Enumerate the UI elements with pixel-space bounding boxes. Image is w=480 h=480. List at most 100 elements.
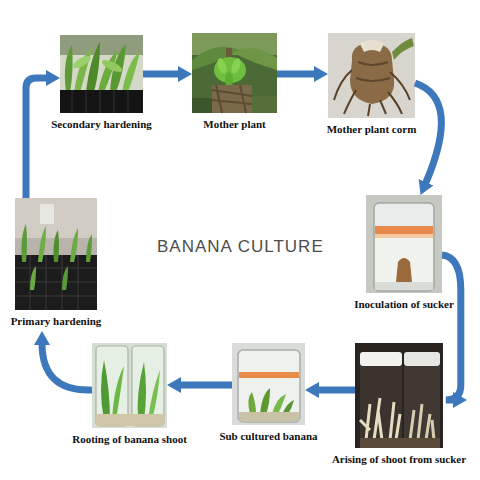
photo-detail <box>360 40 384 52</box>
photo-detail <box>62 266 68 290</box>
mother-plant-photo <box>192 33 277 113</box>
photo-detail <box>375 234 433 238</box>
photo-step: Arising of shoot from sucker <box>355 343 443 469</box>
flow-arrow <box>415 83 441 184</box>
photo-step: Sub cultured banana <box>232 343 305 446</box>
photo-detail <box>239 372 299 378</box>
flow-arrow <box>317 387 355 394</box>
photo-detail <box>15 255 97 310</box>
inoculation-photo <box>366 195 442 293</box>
rooting-photo <box>92 343 167 428</box>
photo-detail <box>350 42 394 104</box>
photo-detail <box>30 266 36 290</box>
photo-step: Mother plant corm <box>328 33 415 139</box>
flow-arrow <box>442 255 461 400</box>
step-caption: Sub cultured banana <box>219 430 317 443</box>
photo-frame <box>192 33 277 113</box>
photo-detail <box>60 90 143 113</box>
photo-detail <box>282 400 294 414</box>
photo-detail <box>360 398 400 440</box>
photo-detail <box>15 198 97 310</box>
photo-detail <box>374 203 434 291</box>
photo-detail <box>54 230 60 262</box>
photo-step: Mother plant <box>192 33 277 134</box>
photo-detail <box>396 258 412 282</box>
photo-detail <box>216 57 229 75</box>
photo-detail <box>260 388 270 414</box>
photo-frame <box>92 343 167 428</box>
flow-arrow <box>42 343 92 390</box>
photo-detail <box>360 352 402 366</box>
photo-detail <box>404 352 440 366</box>
photo-frame <box>232 343 305 425</box>
photo-step: Inoculation of sucker <box>366 195 442 314</box>
primary-hardening-photo <box>15 198 97 310</box>
arising-shoot-photo <box>355 343 443 448</box>
photo-detail <box>366 195 442 293</box>
photo-frame <box>366 195 442 293</box>
photo-detail <box>375 282 433 290</box>
photo-detail <box>404 366 440 446</box>
step-caption: Secondary hardening <box>51 118 152 131</box>
flow-arrow <box>179 382 232 389</box>
photo-detail <box>328 33 415 118</box>
flow-arrow <box>143 71 180 78</box>
photo-detail <box>60 35 143 113</box>
photo-detail <box>238 350 300 422</box>
photo-detail <box>72 90 128 113</box>
step-caption: Mother plant corm <box>327 123 417 136</box>
photo-detail <box>410 404 434 440</box>
photo-detail <box>138 362 146 420</box>
photo-step: Secondary hardening <box>60 35 143 134</box>
diagram-title: BANANA CULTURE <box>157 237 324 257</box>
photo-frame <box>355 343 443 448</box>
photo-detail <box>192 33 277 113</box>
flow-arrow <box>26 78 48 198</box>
photo-detail <box>356 62 390 81</box>
photo-detail <box>375 238 433 290</box>
photo-detail <box>148 370 160 420</box>
photo-detail <box>248 392 256 414</box>
step-caption: Mother plant <box>203 118 265 131</box>
photo-detail <box>232 343 305 425</box>
step-caption: Arising of shoot from sucker <box>332 453 466 466</box>
photo-detail <box>22 224 28 262</box>
photo-detail <box>192 98 212 113</box>
photo-detail <box>212 85 252 113</box>
photo-detail <box>122 52 140 92</box>
photo-detail <box>92 343 167 428</box>
photo-detail <box>360 438 440 448</box>
photo-detail <box>375 226 433 234</box>
photo-detail <box>392 38 414 60</box>
photo-detail <box>96 414 164 426</box>
photo-step: Primary hardening <box>15 198 97 331</box>
step-caption: Inoculation of sucker <box>354 298 454 311</box>
photo-detail <box>239 412 299 421</box>
photo-detail <box>100 58 123 75</box>
photo-detail <box>360 366 402 446</box>
photo-detail <box>38 226 46 262</box>
step-caption: Rooting of banana shoot <box>72 433 187 446</box>
mother-plant-corm-photo <box>328 33 415 118</box>
photo-detail <box>86 42 100 92</box>
photo-detail <box>112 366 124 420</box>
photo-frame <box>60 35 143 113</box>
photo-detail <box>101 360 110 420</box>
photo-detail <box>70 228 78 262</box>
photo-detail <box>15 255 97 310</box>
photo-detail <box>71 54 92 71</box>
photo-detail <box>252 96 277 113</box>
photo-detail <box>355 343 443 448</box>
flow-arrow <box>277 71 316 78</box>
photo-frame <box>328 33 415 118</box>
photo-detail <box>86 234 92 262</box>
photo-detail <box>65 45 73 92</box>
photo-detail <box>15 198 97 238</box>
photo-detail <box>230 57 243 75</box>
photo-step: Rooting of banana shoot <box>92 343 167 449</box>
photo-detail <box>60 35 143 55</box>
photo-detail <box>40 204 54 224</box>
secondary-hardening-photo <box>60 35 143 113</box>
photo-detail <box>334 70 410 116</box>
